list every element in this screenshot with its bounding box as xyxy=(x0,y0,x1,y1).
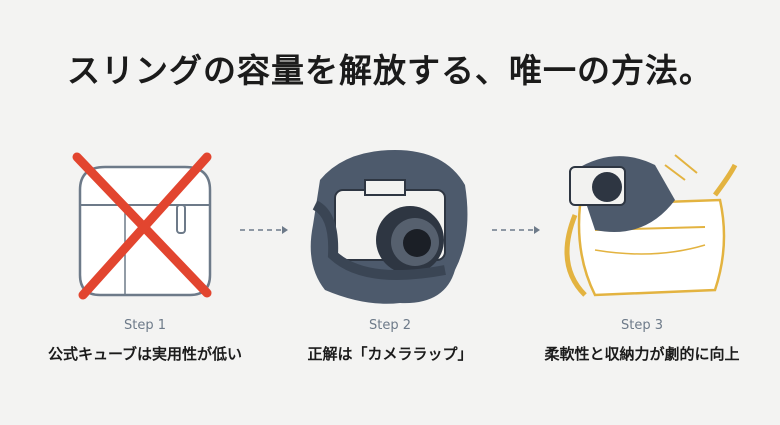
step-3: Step 3 柔軟性と収納力が劇的に向上 xyxy=(512,318,772,364)
camera-cube-crossed-illustration xyxy=(72,152,212,300)
step-1: Step 1 公式キューブは実用性が低い xyxy=(15,318,275,364)
sling-bag-illustration xyxy=(564,154,738,297)
camera-wrap-illustration xyxy=(310,150,468,304)
arrow-right-icon xyxy=(492,226,540,234)
step-caption: 柔軟性と収納力が劇的に向上 xyxy=(544,345,740,363)
step-caption: 正解は「カメララップ」 xyxy=(307,345,473,363)
step-label: Step 1 xyxy=(123,318,166,333)
page-title: スリングの容量を解放する、唯一の方法。 xyxy=(67,51,713,90)
step-2: Step 2 正解は「カメララップ」 xyxy=(260,318,520,364)
motion-lines-icon xyxy=(664,154,698,181)
step-label: Step 2 xyxy=(368,318,411,333)
step-caption: 公式キューブは実用性が低い xyxy=(47,345,243,363)
step-label: Step 3 xyxy=(620,318,663,333)
cross-icon xyxy=(72,152,212,300)
arrow-right-icon xyxy=(240,226,288,234)
